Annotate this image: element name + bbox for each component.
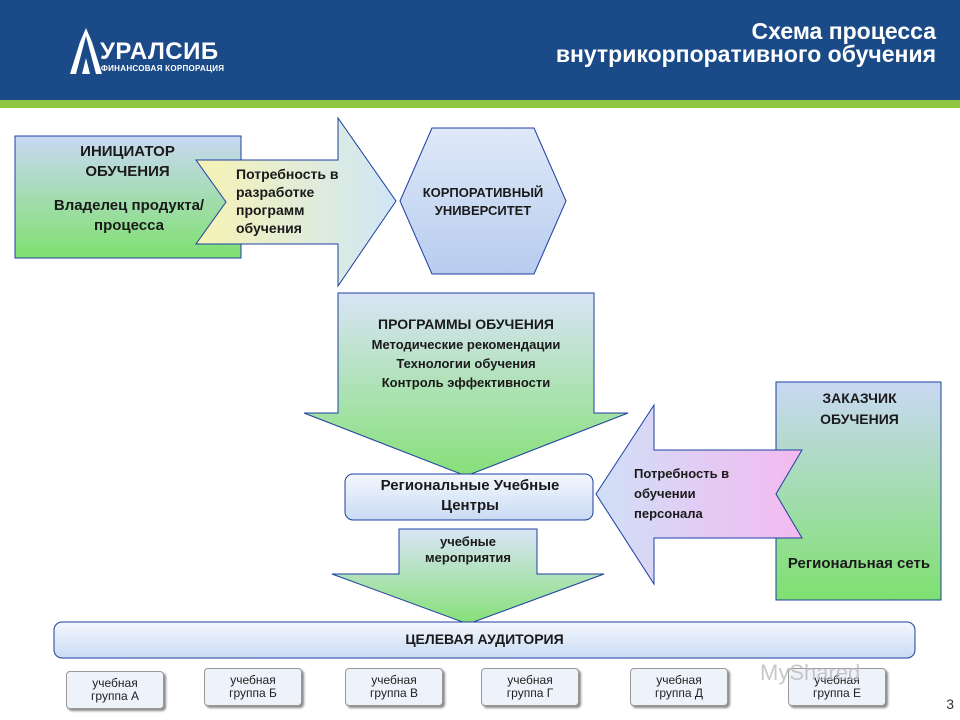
corp-univ-label: КОРПОРАТИВНЫЙ УНИВЕРСИТЕТ — [422, 185, 544, 218]
group-d-line2: группа Д — [654, 686, 704, 700]
group-e-line1: учебная — [814, 673, 860, 687]
initiator-body: Владелец продукта/процесса — [53, 197, 205, 234]
page-number: 3 — [946, 696, 954, 712]
programs-arrow — [303, 292, 629, 477]
customer-title: ЗАКАЗЧИК ОБУЧЕНИЯ — [820, 390, 899, 427]
group-b-line1: учебная — [230, 673, 276, 687]
group-e: учебная группа Е — [788, 668, 886, 706]
need-dev-arrow — [195, 116, 397, 288]
group-g-line2: группа Г — [506, 686, 554, 700]
need-train-label: Потребность в обучении персонала — [634, 466, 730, 521]
group-v-line1: учебная — [371, 673, 417, 687]
group-d-line1: учебная — [656, 673, 702, 687]
customer-body: Региональная сеть — [787, 555, 931, 572]
audience-bar — [53, 621, 916, 659]
group-d: учебная группа Д — [630, 668, 728, 706]
page-title-line2: внутрикорпоративного обучения — [555, 41, 936, 67]
events-arrow — [331, 528, 605, 625]
programs-line2: Технологии обучения — [396, 356, 536, 371]
need-dev-label: Потребность в разработке программ обучен… — [236, 166, 339, 236]
group-v: учебная группа В — [345, 668, 443, 706]
regional-centers-box — [344, 473, 594, 521]
corp-univ-hexagon — [399, 127, 567, 275]
group-a-line2: группа А — [91, 689, 139, 703]
page-title: Схема процесса внутрикорпоративного обуч… — [556, 20, 936, 66]
group-g: учебная группа Г — [481, 668, 579, 706]
logo-emblem-icon — [70, 28, 102, 74]
group-a: учебная группа А — [66, 671, 164, 709]
group-a-line1: учебная — [92, 676, 138, 690]
initiator-title: ИНИЦИАТОР ОБУЧЕНИЯ — [80, 143, 175, 180]
group-b: учебная группа Б — [204, 668, 302, 706]
audience-label: ЦЕЛЕВАЯ АУДИТОРИЯ — [405, 631, 564, 647]
watermark: MyShared — [760, 660, 861, 685]
logo-text: УРАЛСИБ — [100, 38, 219, 65]
customer-box — [775, 381, 942, 601]
regional-centers-label: Региональные Учебные Центры — [380, 477, 560, 514]
group-v-line2: группа В — [370, 686, 418, 700]
logo-subtitle: ФИНАНСОВАЯ КОРПОРАЦИЯ — [101, 64, 225, 73]
programs-title: ПРОГРАММЫ ОБУЧЕНИЯ — [378, 316, 554, 332]
group-e-line2: группа Е — [813, 686, 861, 700]
group-g-line1: учебная — [507, 673, 553, 687]
header-stripe — [0, 100, 960, 108]
group-b-line2: группа Б — [229, 686, 277, 700]
programs-line1: Методические рекомендации — [371, 337, 561, 352]
need-train-arrow — [595, 403, 803, 586]
events-label: учебные мероприятия — [424, 534, 512, 565]
programs-line3: Контроль эффективности — [381, 375, 551, 390]
header-bar — [0, 0, 960, 100]
page-title-line1: Схема процесса — [751, 18, 936, 44]
